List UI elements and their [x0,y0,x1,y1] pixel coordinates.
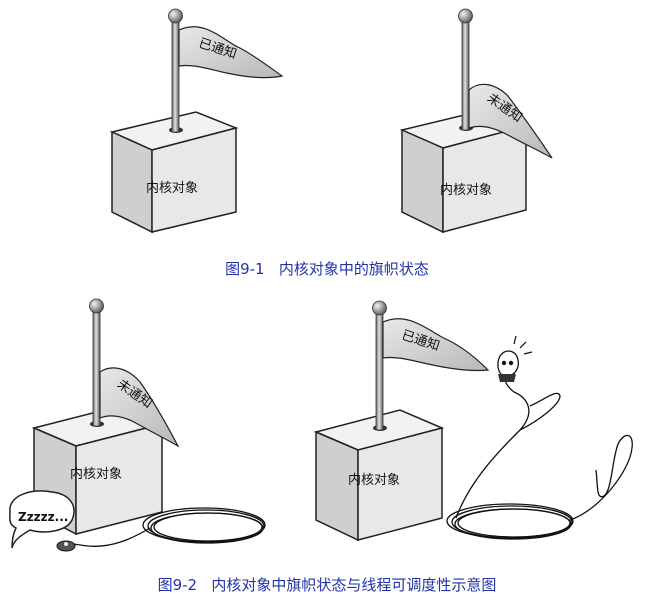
sleeping-thread-icon [56,540,76,552]
flag [468,83,553,159]
sleep-bubble [9,490,75,549]
flag-pole [171,19,180,133]
flag [99,367,180,448]
flag [178,26,284,79]
fig1-left-kernel-object: 已通知 内核对象 [109,8,284,234]
fig2-right-kernel-object: 已通知 内核对象 [313,300,633,542]
flag [382,318,490,372]
box-label: 内核对象 [70,466,122,482]
flag-pole [92,309,101,427]
pole-ball [372,300,387,316]
pole-ball [168,8,183,24]
flag-pole [375,311,384,431]
fig2-left-kernel-object: 未通知 内核对象 Zzzzz... [9,298,266,552]
box-side [151,127,237,233]
figure-9-1-caption: 图9-1 内核对象中的旗帜状态 [225,260,429,278]
box-label: 内核对象 [440,182,492,198]
box-label: 内核对象 [348,472,400,488]
fig1-right-kernel-object: 未通知 内核对象 [399,8,553,234]
uncoiled-rope [446,375,633,540]
flag-pole [461,19,470,131]
box-side [357,427,443,541]
box-front [401,128,444,234]
awake-thread-icon [497,335,533,382]
box-label: 内核对象 [146,180,198,196]
pole-ball [458,8,473,24]
pole-ball [89,298,104,314]
sleep-text: Zzzzz... [18,510,68,524]
box-side [442,125,527,233]
figure-9-2-caption: 图9-2 内核对象中旗帜状态与线程可调度性示意图 [157,576,497,594]
